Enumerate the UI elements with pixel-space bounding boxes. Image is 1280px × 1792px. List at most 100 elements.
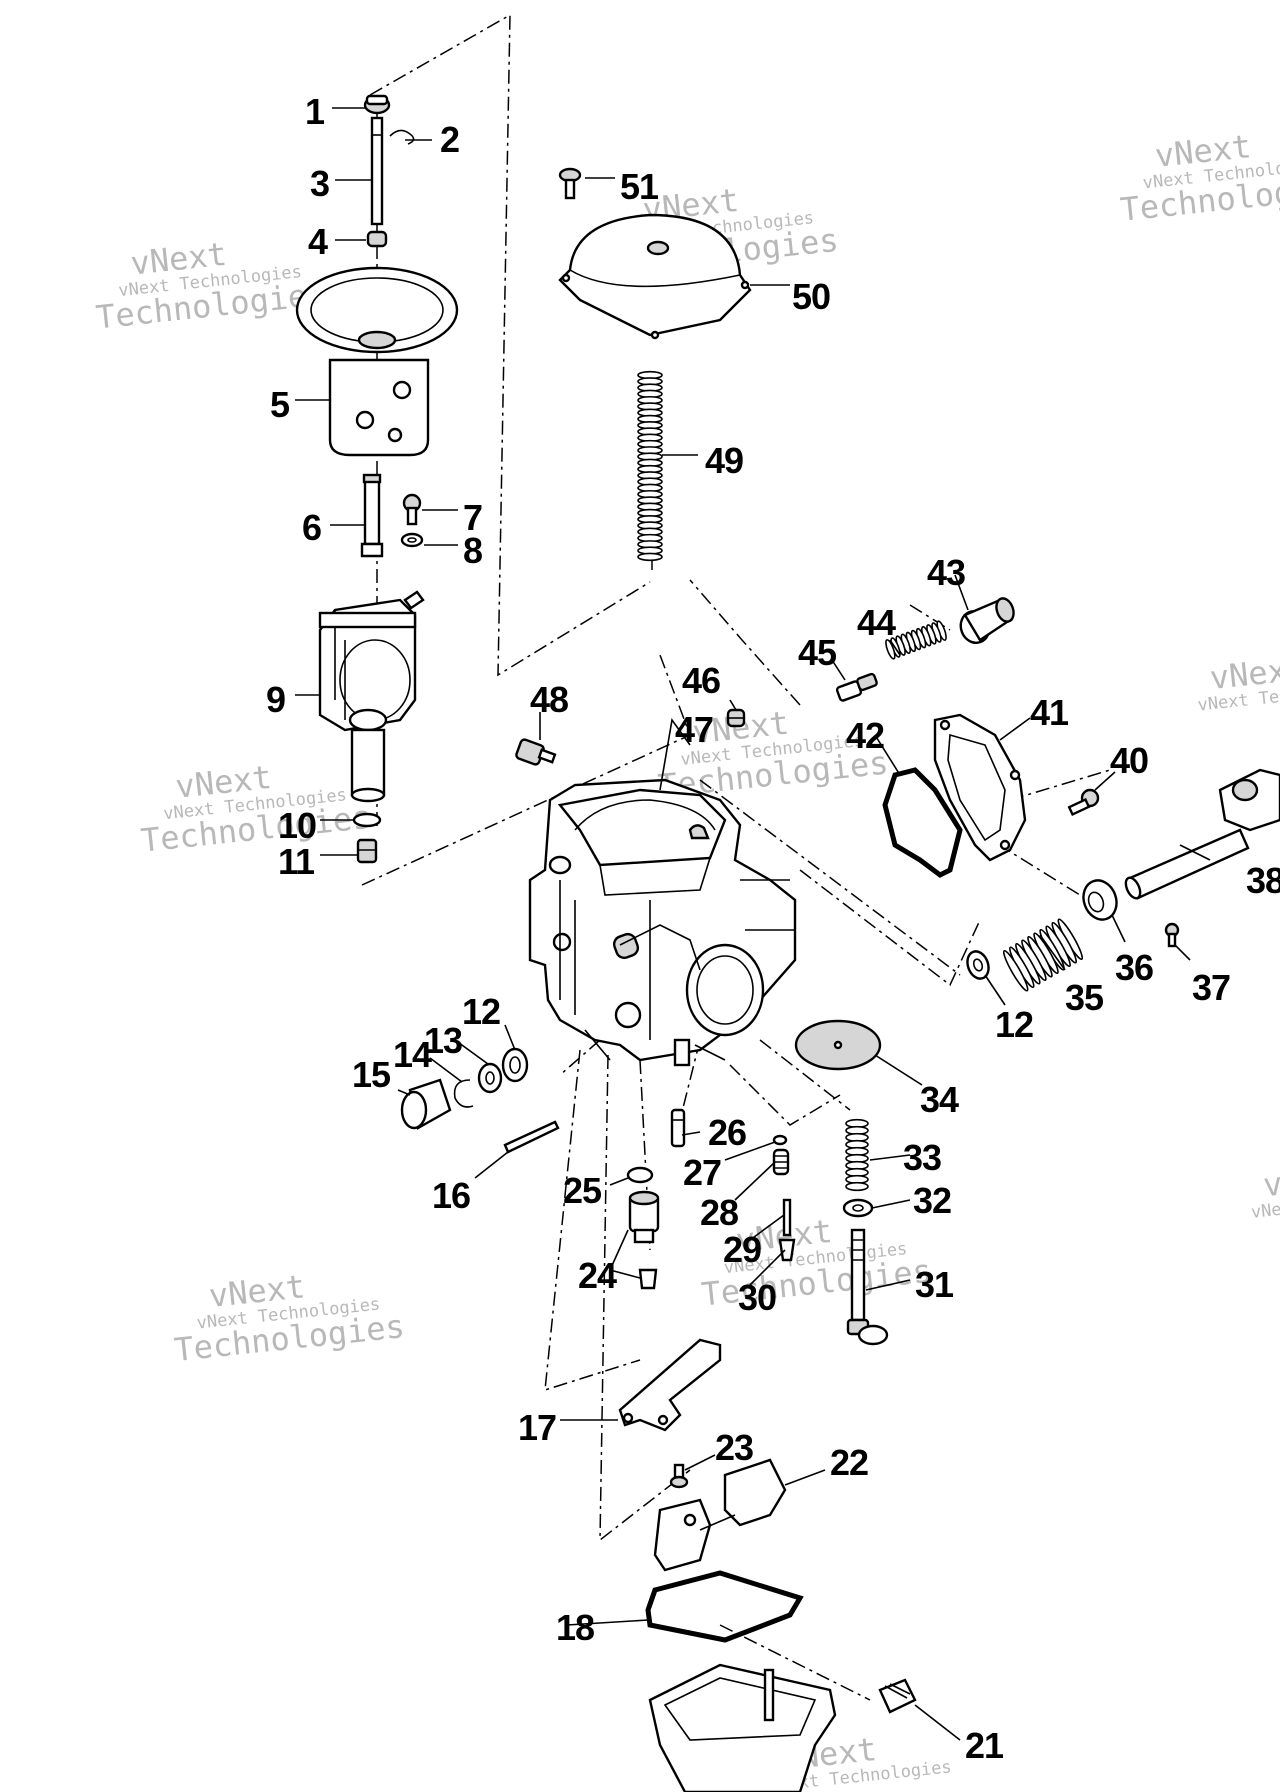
part-25-o-ring[interactable] (626, 1166, 654, 1184)
callout-41: 41 (1030, 692, 1069, 733)
callout-6: 6 (302, 507, 321, 548)
callout-49: 49 (705, 440, 743, 481)
part-float-bowl[interactable] (648, 1663, 837, 1792)
callout-labels: 1 2 3 4 5 6 7 8 9 10 11 12 12 13 14 15 1… (266, 91, 1280, 1766)
callout-11: 11 (278, 841, 315, 882)
part-17-bracket[interactable] (618, 1338, 722, 1432)
callout-4: 4 (308, 221, 328, 262)
assembly-lines (361, 13, 1111, 1701)
callout-26: 26 (708, 1112, 746, 1153)
callout-45: 45 (798, 632, 837, 673)
svg-text:vNext: vNext (1208, 649, 1280, 697)
part-6-needle-jet[interactable] (360, 473, 384, 558)
part-1-cap[interactable] (363, 94, 391, 115)
svg-text:vNext: vNext (1261, 1156, 1280, 1204)
watermark: vNext vNext Technologies Technologies (94, 235, 328, 337)
callout-24: 24 (578, 1255, 617, 1296)
watermark: vNext vNext Technologies (1197, 649, 1280, 715)
watermark: vNext vNext Technologies Technologies (173, 1267, 407, 1369)
part-27-o-ring[interactable] (772, 1134, 788, 1146)
callout-28: 28 (700, 1192, 738, 1233)
part-3-jet-needle[interactable] (370, 116, 384, 226)
callout-36: 36 (1115, 947, 1153, 988)
part-11-main-jet[interactable] (356, 838, 378, 864)
part-8-lock-washer[interactable] (400, 532, 424, 548)
callout-33: 33 (903, 1137, 941, 1178)
part-5-diaphragm-slide[interactable] (295, 266, 459, 457)
watermark: vNext vNext Technologies Technologies (1119, 127, 1280, 229)
leader-lines (295, 107, 1211, 1741)
part-26-pilot-jet[interactable] (670, 1108, 686, 1148)
callout-12-right: 12 (995, 1004, 1033, 1045)
part-2-clip[interactable] (389, 129, 415, 145)
part-51-screw[interactable] (558, 167, 582, 200)
callout-9: 9 (266, 679, 285, 720)
callout-7: 7 (463, 497, 482, 538)
part-40-screw[interactable] (1067, 788, 1100, 817)
callout-22: 22 (830, 1442, 868, 1483)
part-12-seal-left[interactable] (501, 1047, 529, 1083)
part-44-spring[interactable] (884, 620, 948, 660)
part-29-pump-rod[interactable] (782, 1198, 792, 1237)
callout-21: 21 (965, 1725, 1004, 1766)
part-48-screw[interactable] (515, 738, 557, 766)
part-7-screw[interactable] (402, 493, 422, 526)
part-28-spring[interactable] (772, 1148, 790, 1176)
callout-43: 43 (927, 552, 965, 593)
callout-35: 35 (1065, 977, 1104, 1018)
part-41-accelerator-pump-cover[interactable] (933, 713, 1027, 862)
callout-40: 40 (1110, 740, 1148, 781)
callout-16: 16 (432, 1175, 470, 1216)
callout-23: 23 (715, 1427, 753, 1468)
part-24-float-valve[interactable] (628, 1190, 660, 1290)
callout-3: 3 (310, 163, 329, 204)
part-30-pump-part[interactable] (778, 1238, 796, 1262)
callout-31: 31 (915, 1264, 954, 1305)
part-14-snap-ring[interactable] (453, 1079, 474, 1108)
part-36-collar[interactable] (1078, 876, 1122, 925)
part-18-float-bowl-gasket[interactable] (645, 1570, 804, 1643)
part-23-screw[interactable] (669, 1463, 689, 1489)
callout-5: 5 (270, 384, 290, 425)
part-33-spring[interactable] (845, 1118, 869, 1192)
part-42-gasket[interactable] (882, 767, 963, 878)
part-12-washer-right[interactable] (964, 948, 992, 981)
part-43-cap[interactable] (956, 596, 1016, 647)
callout-29: 29 (723, 1229, 761, 1270)
part-15-cap[interactable] (400, 1078, 452, 1130)
callout-38: 38 (1246, 860, 1280, 901)
callout-2: 2 (440, 119, 459, 160)
part-47-carburetor-body[interactable] (528, 778, 797, 1067)
svg-text:vNext: vNext (251, 1785, 351, 1792)
callout-13: 13 (424, 1020, 462, 1061)
part-31-adjust-screw[interactable] (846, 1228, 889, 1346)
callout-12-left: 12 (462, 991, 500, 1032)
callout-30: 30 (738, 1277, 776, 1318)
part-34-throttle-plate[interactable] (794, 1019, 882, 1071)
callout-17: 17 (518, 1407, 556, 1448)
part-13-washer[interactable] (477, 1062, 503, 1094)
part-45-pilot-screw[interactable] (835, 672, 878, 702)
part-37-screw[interactable] (1164, 922, 1180, 948)
part-35-return-spring[interactable] (1001, 917, 1085, 992)
callout-46: 46 (682, 660, 720, 701)
part-21-drain-screw[interactable] (878, 1678, 917, 1714)
watermark: vNext vNext Technologies Technologies (139, 758, 373, 860)
part-32-washer[interactable] (842, 1198, 874, 1218)
part-22-float[interactable] (653, 1458, 787, 1572)
part-9-needle-jet-holder[interactable] (318, 590, 425, 732)
part-10-o-ring[interactable] (352, 812, 382, 828)
callout-1: 1 (305, 91, 325, 132)
part-49-slide-spring[interactable] (637, 370, 663, 562)
part-4-needle-holder[interactable] (366, 230, 388, 248)
part-46-plug[interactable] (726, 708, 746, 728)
part-38-throttle-shaft[interactable] (1123, 768, 1280, 901)
callout-32: 32 (913, 1180, 951, 1221)
callout-34: 34 (920, 1079, 959, 1120)
part-16-pin[interactable] (503, 1120, 560, 1154)
callout-27: 27 (683, 1152, 721, 1193)
part-50-top-cover[interactable] (558, 213, 752, 340)
callout-50: 50 (792, 276, 830, 317)
callout-42: 42 (846, 715, 884, 756)
